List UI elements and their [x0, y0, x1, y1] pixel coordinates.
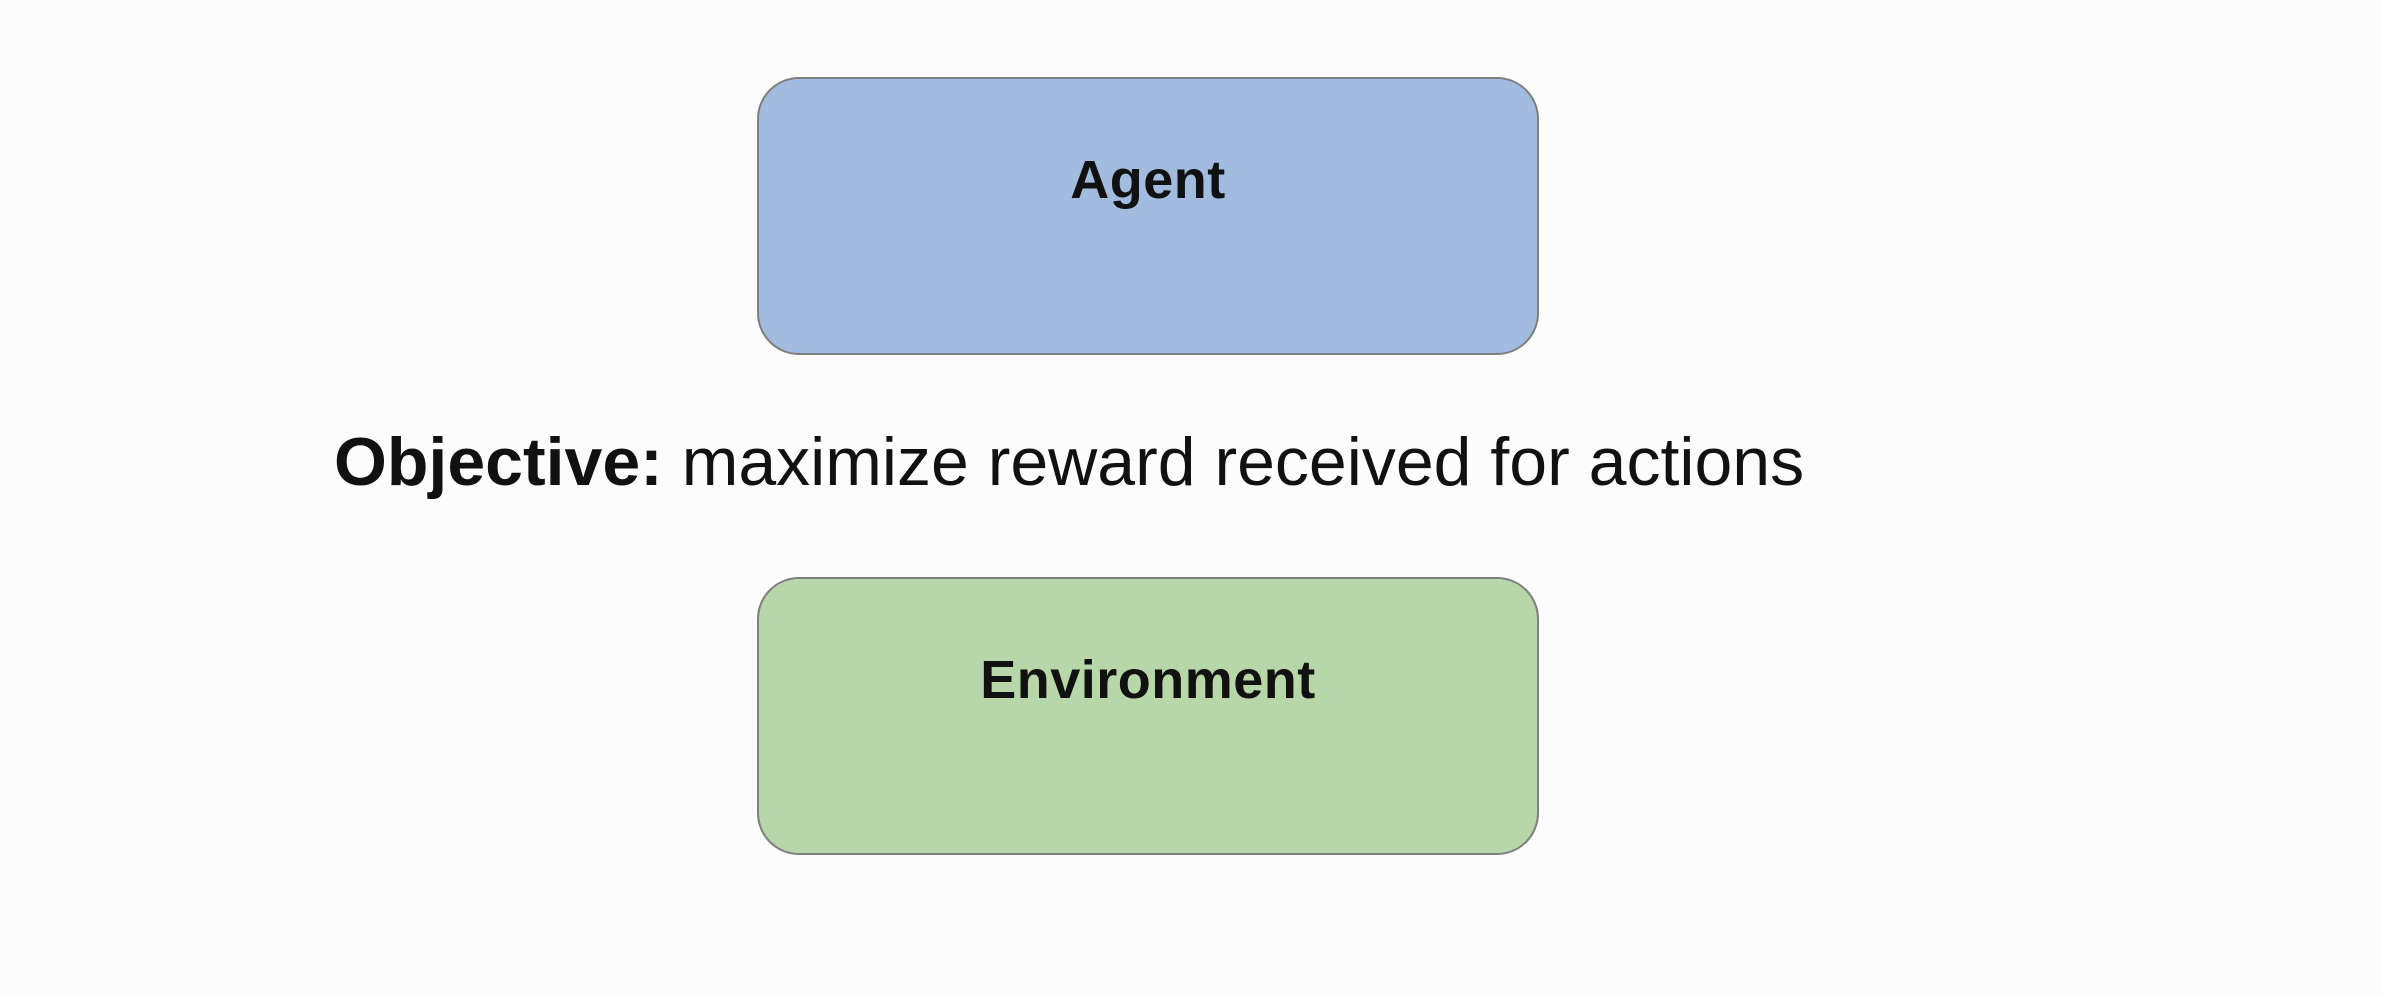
objective-statement: Objective: maximize reward received for …	[334, 428, 1804, 496]
objective-label: Objective:	[334, 424, 663, 500]
objective-text: maximize reward received for actions	[681, 424, 1805, 500]
environment-node: Environment	[757, 577, 1539, 855]
agent-label: Agent	[1070, 150, 1226, 210]
agent-node: Agent	[757, 77, 1539, 355]
environment-label: Environment	[980, 650, 1316, 710]
